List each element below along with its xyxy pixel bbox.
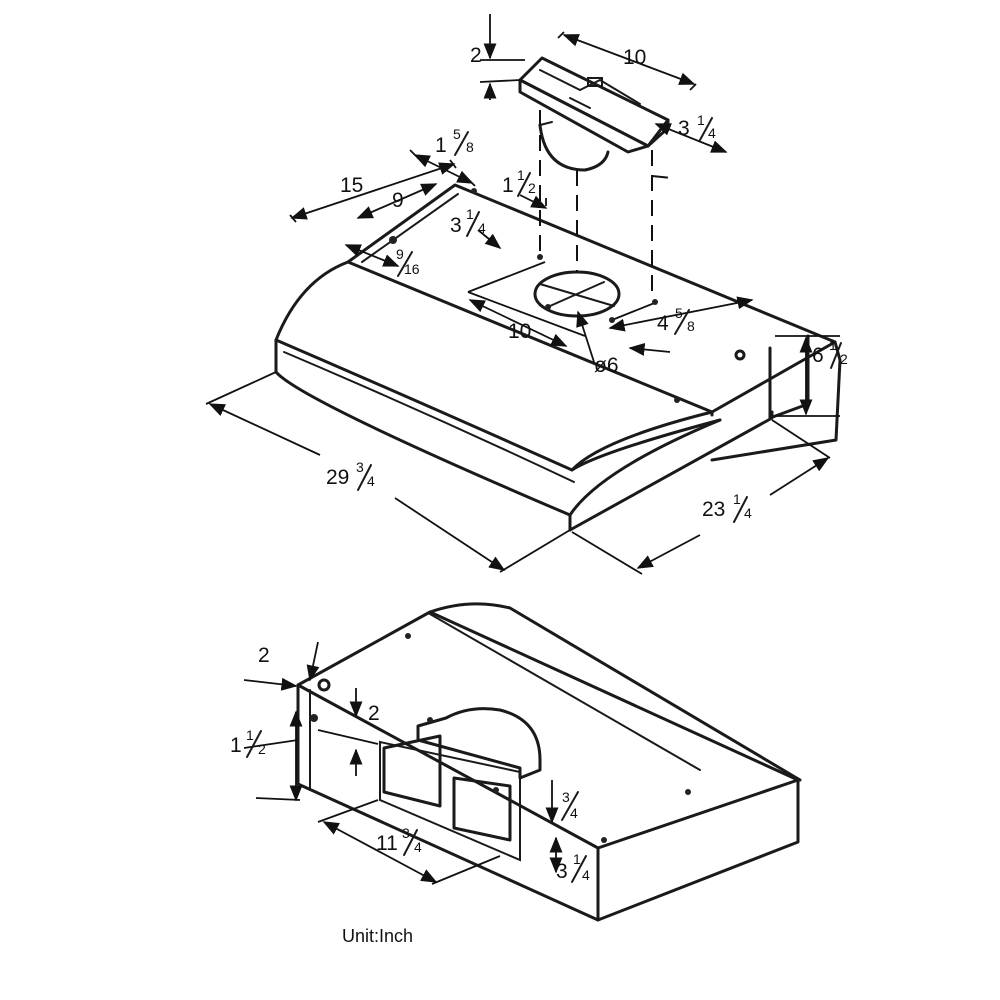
svg-text:1: 1 (697, 112, 705, 128)
mount-hole (734, 349, 746, 361)
label-knockout-width: 11 3 4 (376, 825, 422, 856)
label-hood-height: 6 1 2 (812, 337, 848, 369)
label-duct-offset: 3 1 4 (450, 206, 486, 237)
svg-text:11: 11 (376, 832, 398, 855)
projection-line (651, 175, 673, 179)
label-rear-offset: 1 5 8 (435, 126, 474, 157)
svg-text:9: 9 (396, 246, 404, 262)
svg-text:16: 16 (404, 261, 420, 277)
rear-mount-hole (493, 787, 499, 793)
label-knockout-top: 2 (368, 702, 380, 725)
knockout-frame (379, 740, 521, 862)
svg-text:3: 3 (678, 117, 690, 140)
svg-text:2: 2 (528, 180, 536, 196)
hood-side-curve (568, 418, 722, 517)
svg-text:6: 6 (812, 344, 824, 367)
blower-module (518, 56, 670, 172)
svg-text:29: 29 (326, 466, 349, 489)
hood-front-fascia (274, 260, 572, 532)
label-rear-side-offset: 2 (258, 644, 270, 667)
rear-wall (296, 683, 600, 922)
label-knockout-height-from-edge: 1 1 2 (230, 727, 266, 758)
label-hole-pitch-inner: 9 (392, 189, 404, 212)
rear-right-end (596, 778, 800, 922)
rear-mount-hole (317, 678, 331, 692)
svg-text:1: 1 (502, 174, 514, 197)
svg-text:1: 1 (435, 134, 447, 157)
svg-text:23: 23 (702, 498, 725, 521)
svg-text:3: 3 (356, 459, 364, 475)
hood-bottom-edge (568, 410, 774, 532)
mount-hole (652, 299, 658, 305)
label-duct-diameter: ø6 (594, 354, 619, 377)
rear-mount-hole (405, 633, 411, 639)
hood-top-view: 10 2 3 1 4 1 5 8 15 9 1 1 2 (205, 14, 848, 575)
label-blower-depth: 3 1 4 (678, 112, 716, 141)
svg-text:8: 8 (687, 318, 695, 334)
hood-front-lip (274, 338, 714, 472)
label-blower-width: 10 (623, 46, 646, 69)
label-knockout-bottom-offset: 3 4 (561, 789, 579, 821)
svg-text:1: 1 (230, 734, 242, 757)
hood-top-inner-edge (361, 193, 459, 263)
svg-text:3: 3 (562, 789, 570, 805)
mount-hole (389, 236, 397, 244)
dimension-lines-top (205, 14, 840, 575)
rear-mount-hole (601, 837, 607, 843)
rear-duct-plate (416, 707, 542, 780)
svg-text:5: 5 (453, 126, 461, 142)
hood-front-lip-inner (283, 351, 575, 483)
hood-rear-view: 2 2 1 1 2 11 3 4 3 4 3 1 4 (230, 602, 802, 922)
rear-mount-hole (685, 789, 691, 795)
mount-hole (609, 317, 615, 323)
svg-text:4: 4 (582, 867, 590, 883)
svg-text:4: 4 (414, 839, 422, 855)
label-knockout-height: 3 1 4 (556, 851, 590, 883)
svg-text:1: 1 (829, 337, 837, 353)
label-hood-width: 29 3 4 (326, 459, 375, 491)
duct-cross (539, 281, 615, 307)
svg-text:4: 4 (367, 473, 375, 489)
knockout-right (452, 776, 512, 842)
rear-mount-hole (427, 717, 433, 723)
svg-text:3: 3 (556, 860, 568, 883)
svg-text:4: 4 (744, 505, 752, 521)
label-blower-height: 2 (470, 44, 482, 67)
mount-hole (674, 397, 680, 403)
label-side-offset: 1 1 2 (502, 167, 536, 197)
svg-text:3: 3 (450, 214, 462, 237)
label-hole-pitch-outer: 15 (340, 174, 363, 197)
mount-hole (471, 188, 477, 194)
svg-text:8: 8 (466, 139, 474, 155)
unit-label: Unit:Inch (342, 926, 413, 946)
label-hood-depth: 23 1 4 (702, 491, 752, 523)
svg-text:2: 2 (840, 351, 848, 367)
rear-top-fold (429, 613, 701, 771)
svg-text:4: 4 (657, 312, 669, 335)
dimension-labels-rear: 2 2 1 1 2 11 3 4 3 4 3 1 4 (230, 644, 590, 883)
svg-text:1: 1 (246, 727, 254, 743)
svg-text:5: 5 (675, 305, 683, 321)
mount-hole (537, 254, 543, 260)
svg-text:4: 4 (570, 805, 578, 821)
dimension-labels-top: 10 2 3 1 4 1 5 8 15 9 1 1 2 (326, 44, 848, 523)
rear-top-curve (428, 602, 802, 782)
rear-top-surface (296, 610, 800, 850)
label-cutout-depth: 4 5 8 (657, 305, 695, 335)
mount-hole (545, 304, 551, 310)
svg-text:1: 1 (466, 206, 474, 222)
svg-text:4: 4 (478, 220, 486, 236)
label-hole-inset: 9 16 (396, 246, 420, 277)
svg-text:4: 4 (708, 125, 716, 141)
rear-mount-hole (310, 714, 318, 722)
svg-text:2: 2 (258, 741, 266, 757)
svg-text:1: 1 (733, 491, 741, 507)
svg-text:1: 1 (573, 851, 581, 867)
svg-text:1: 1 (517, 167, 525, 183)
dimension-lines-rear (243, 641, 563, 885)
label-cutout-width: 10 (508, 320, 531, 343)
svg-text:3: 3 (402, 825, 410, 841)
